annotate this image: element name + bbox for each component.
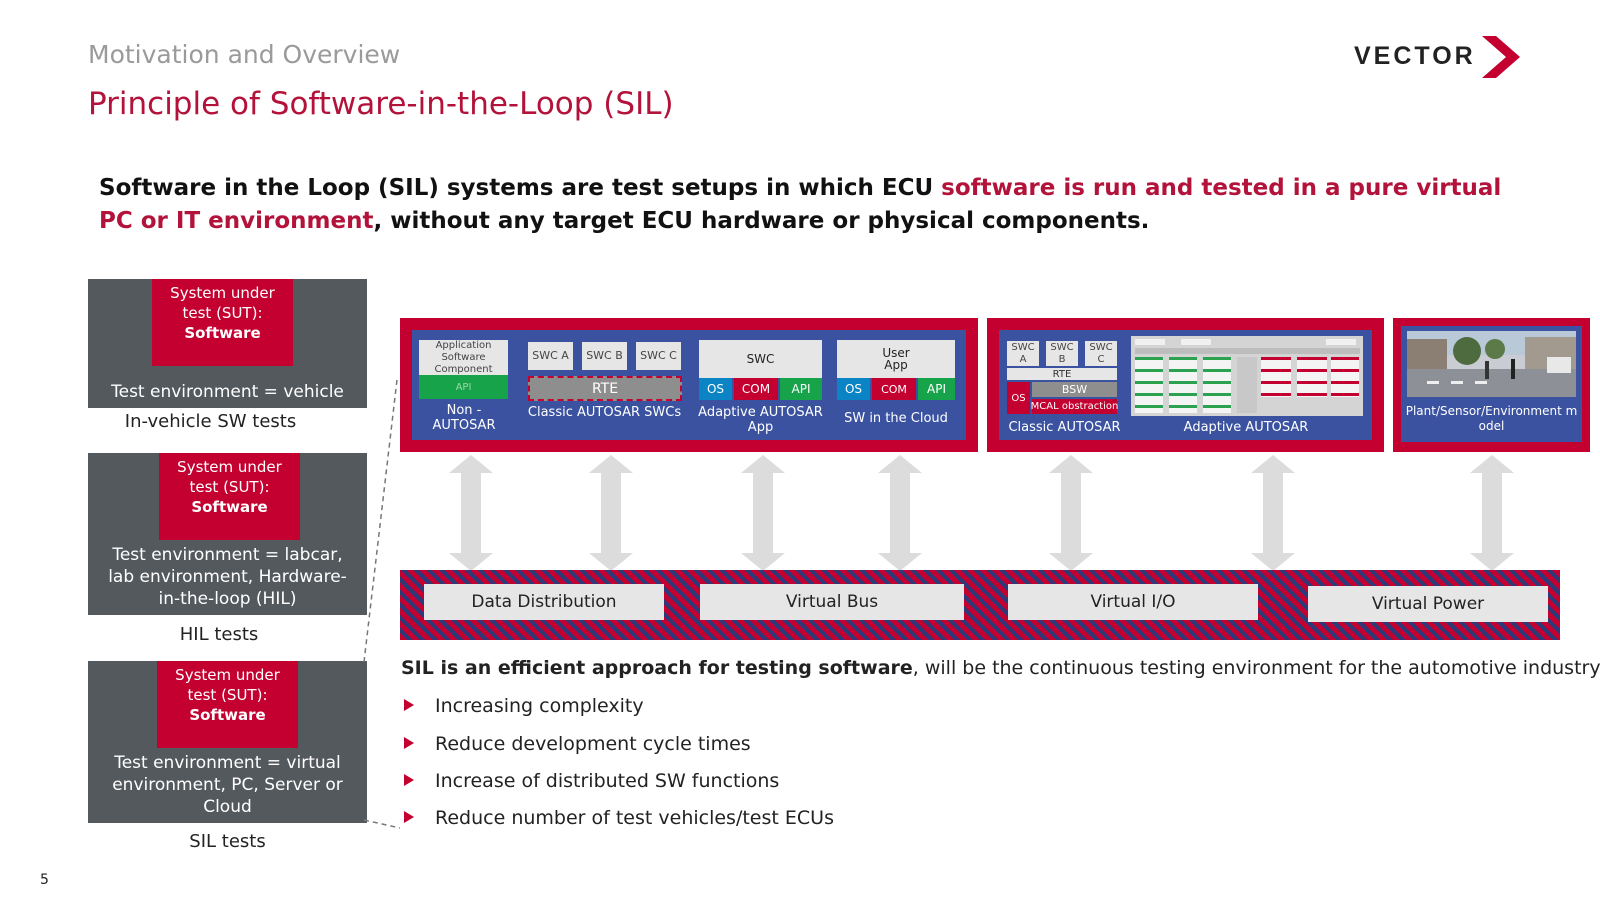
page-title: Principle of Software-in-the-Loop (SIL)	[88, 86, 674, 122]
arrow-icon	[449, 455, 493, 571]
sut-bold: Software	[184, 324, 261, 342]
bullet-text: Reduce number of test vehicles/test ECUs	[435, 807, 834, 829]
label-classic-autosar: Classic AUTOSAR	[1008, 420, 1121, 435]
swc-a-box: SWC A	[528, 342, 573, 370]
summary-rest: , will be the continuous testing environ…	[912, 657, 1600, 679]
env-text: Test environment = virtual environment, …	[112, 753, 343, 817]
virtual-bus: Virtual Bus	[700, 584, 964, 620]
bullet-triangle-icon	[404, 773, 414, 786]
label-adaptive-app: Adaptive AUTOSAR App	[698, 405, 823, 435]
panel-plant-model: Plant/Sensor/Environment model	[1393, 318, 1590, 452]
connection-arrows	[449, 455, 1514, 571]
env-box-sil: System under test (SUT): Software Test e…	[88, 661, 367, 823]
rte-box: RTE	[528, 376, 682, 401]
sut-line: test (SUT):	[182, 304, 263, 322]
bullet-item: Reduce number of test vehicles/test ECUs	[404, 807, 834, 829]
bsw-box: BSW	[1032, 382, 1117, 397]
bullet-text: Increasing complexity	[435, 695, 644, 717]
bullet-text: Increase of distributed SW functions	[435, 770, 780, 792]
virtual-layer: Data Distribution Virtual Bus Virtual I/…	[400, 570, 1560, 640]
bullet-triangle-icon	[404, 736, 414, 749]
logo-chevron-icon	[1482, 36, 1520, 78]
lead-highlight: software is run and tested in a pure vir…	[99, 175, 1502, 234]
sut-line: System under	[177, 458, 282, 476]
panel-software-types: Application Software Component API Non -…	[400, 318, 978, 452]
swc-b-box: SWC B	[1046, 341, 1078, 366]
lead-text-1: Software in the Loop (SIL) systems are t…	[99, 175, 942, 201]
os-cell: OS	[837, 378, 870, 400]
sut-line: test (SUT):	[189, 478, 270, 496]
virtual-power: Virtual Power	[1308, 586, 1548, 622]
user-app-box: User App	[837, 340, 955, 378]
sut-line: System under	[175, 666, 280, 684]
adaptive-stack-graphic	[1131, 336, 1363, 416]
mcal-box: MCAL obstraction	[1030, 399, 1119, 414]
com-cell: COM	[734, 378, 778, 400]
api-cell: API	[918, 378, 955, 400]
swc-c-box: SWC C	[636, 342, 681, 370]
panel-inner: Plant/Sensor/Environment model	[1401, 326, 1582, 442]
panel-inner: SWC A SWC B SWC C RTE OS BSW MCAL obstra…	[999, 330, 1372, 440]
sut-badge: System under test (SUT): Software	[159, 453, 300, 540]
summary-text: SIL is an efficient approach for testing…	[401, 657, 1600, 679]
arrow-icon	[1049, 455, 1093, 571]
bullet-item: Reduce development cycle times	[404, 733, 751, 755]
env-text: Test environment = vehicle	[111, 382, 344, 402]
label-classic-swcs: Classic AUTOSAR SWCs	[527, 405, 682, 420]
env-box-vehicle: System under test (SUT): Software Test e…	[88, 279, 367, 408]
os-cell: OS	[1007, 382, 1030, 414]
sut-badge: System under test (SUT): Software	[152, 279, 293, 366]
label-non-autosar: Non - AUTOSAR	[432, 403, 496, 433]
sut-badge: System under test (SUT): Software	[157, 661, 298, 748]
bullet-triangle-icon	[404, 810, 414, 823]
app-sw-component: Application Software Component	[419, 340, 508, 375]
os-cell: OS	[699, 378, 732, 400]
sut-line: test (SUT):	[187, 686, 268, 704]
arrow-icon	[878, 455, 922, 571]
api-cell: API	[780, 378, 822, 400]
bullet-triangle-icon	[404, 698, 414, 711]
bullet-item: Increasing complexity	[404, 695, 644, 717]
env-text: Test environment = labcar, lab environme…	[108, 545, 347, 609]
arrow-icon	[589, 455, 633, 571]
logo-text: VECTOR	[1354, 42, 1476, 70]
swc-a-box: SWC A	[1007, 341, 1039, 366]
swc-b-box: SWC B	[582, 342, 627, 370]
lead-text-2: , without any target ECU hardware or phy…	[373, 208, 1150, 234]
caption-in-vehicle: In-vehicle SW tests	[124, 411, 297, 432]
virtual-data-distribution: Data Distribution	[424, 584, 664, 620]
swc-box: SWC	[699, 340, 822, 378]
com-cell: COM	[872, 378, 916, 400]
arrow-icon	[1251, 455, 1295, 571]
env-box-hil: System under test (SUT): Software Test e…	[88, 453, 367, 615]
panel-autosar-stacks: SWC A SWC B SWC C RTE OS BSW MCAL obstra…	[987, 318, 1384, 452]
summary-bold: SIL is an efficient approach for testing…	[401, 657, 913, 679]
label-plant-model: Plant/Sensor/Environment model	[1405, 404, 1578, 433]
vector-logo: VECTOR	[1354, 36, 1524, 82]
label-sw-cloud: SW in the Cloud	[844, 411, 948, 426]
api-cell: API	[419, 375, 508, 399]
panel-inner: Application Software Component API Non -…	[412, 330, 966, 440]
caption-sil: SIL tests	[189, 831, 266, 852]
street-scene-image	[1407, 331, 1576, 397]
rte-box: RTE	[1007, 368, 1117, 380]
label-adaptive-autosar: Adaptive AUTOSAR	[1183, 420, 1309, 435]
page-number: 5	[40, 872, 49, 888]
virtual-io: Virtual I/O	[1008, 584, 1258, 620]
sut-line: System under	[170, 284, 275, 302]
arrow-icon	[1470, 455, 1514, 571]
lead-paragraph: Software in the Loop (SIL) systems are t…	[99, 172, 1539, 238]
swc-c-box: SWC C	[1085, 341, 1117, 366]
connector-lines	[363, 379, 401, 829]
bullet-item: Increase of distributed SW functions	[404, 770, 779, 792]
section-subtitle: Motivation and Overview	[88, 40, 401, 69]
sut-bold: Software	[191, 498, 268, 516]
arrow-icon	[741, 455, 785, 571]
bullet-text: Reduce development cycle times	[435, 733, 751, 755]
sut-bold: Software	[189, 706, 266, 724]
caption-hil: HIL tests	[179, 624, 259, 645]
